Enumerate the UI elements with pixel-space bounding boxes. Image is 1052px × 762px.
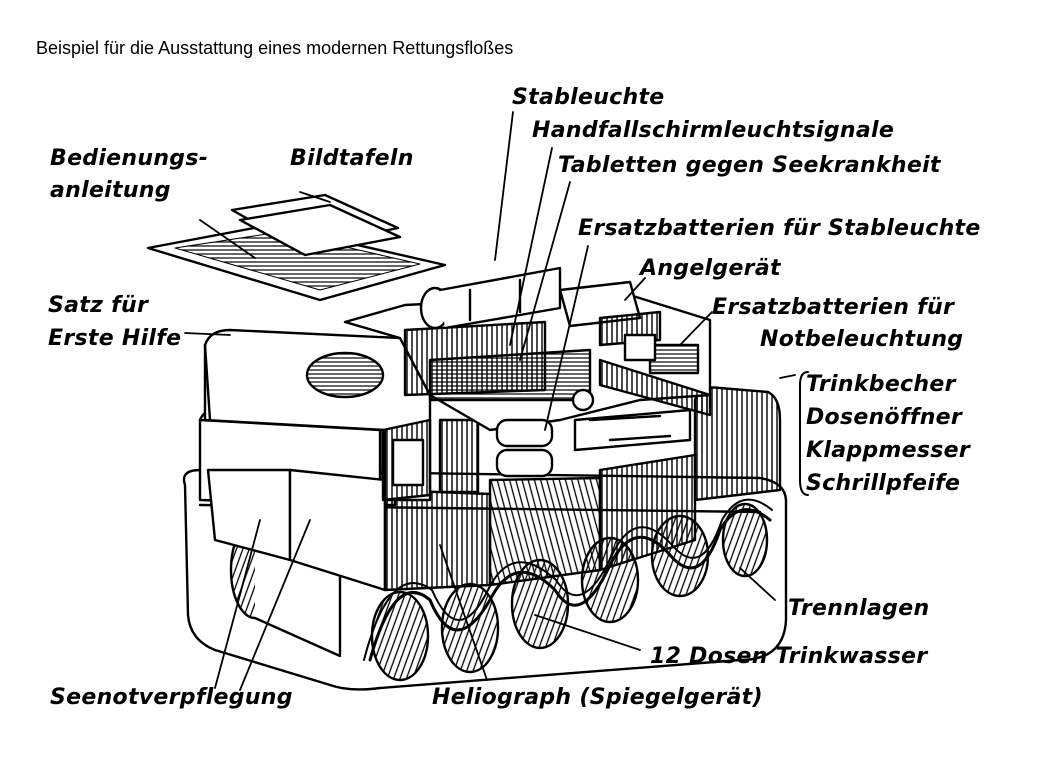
diagram-title: Beispiel für die Ausstattung eines moder…	[36, 38, 514, 58]
label-12-dosen-trinkwasser: 12 Dosen Trinkwasser	[650, 644, 928, 669]
label-klappmesser: Klappmesser	[806, 438, 971, 463]
bracket	[799, 371, 809, 496]
label-ersatzbatterien-not-1: Ersatzbatterien für	[712, 295, 955, 320]
label-schrillpfeife: Schrillpfeife	[806, 471, 961, 496]
label-ersatzbatterien-stableuchte: Ersatzbatterien für Stableuchte	[578, 216, 981, 241]
label-erste-hilfe-2: Erste Hilfe	[48, 326, 182, 351]
label-trennlagen: Trennlagen	[788, 596, 930, 621]
top-stack	[343, 266, 712, 478]
label-bedienungsanleitung-2: anleitung	[50, 178, 171, 203]
label-dosenoeffner: Dosenöffner	[806, 405, 963, 430]
instruction-papers	[146, 193, 447, 302]
label-stableuchte: Stableuchte	[512, 85, 665, 110]
label-ersatzbatterien-not-2: Notbeleuchtung	[760, 327, 964, 352]
label-bedienungsanleitung-1: Bedienungs-	[50, 146, 209, 171]
label-handfallschirmleuchtsignale: Handfallschirmleuchtsignale	[532, 118, 895, 143]
label-bildtafeln: Bildtafeln	[290, 146, 414, 171]
separator-wave	[368, 508, 772, 662]
label-tabletten: Tabletten gegen Seekrankheit	[558, 153, 941, 178]
leader-lines	[184, 111, 796, 691]
label-angelgeraet: Angelgerät	[640, 256, 781, 281]
label-erste-hilfe-1: Satz für	[48, 293, 149, 318]
label-seenotverpflegung: Seenotverpflegung	[50, 685, 293, 710]
label-heliograph: Heliograph (Spiegelgerät)	[432, 685, 763, 710]
provision-packs	[198, 386, 782, 592]
label-trinkbecher: Trinkbecher	[806, 372, 956, 397]
first-aid-box	[203, 328, 480, 502]
